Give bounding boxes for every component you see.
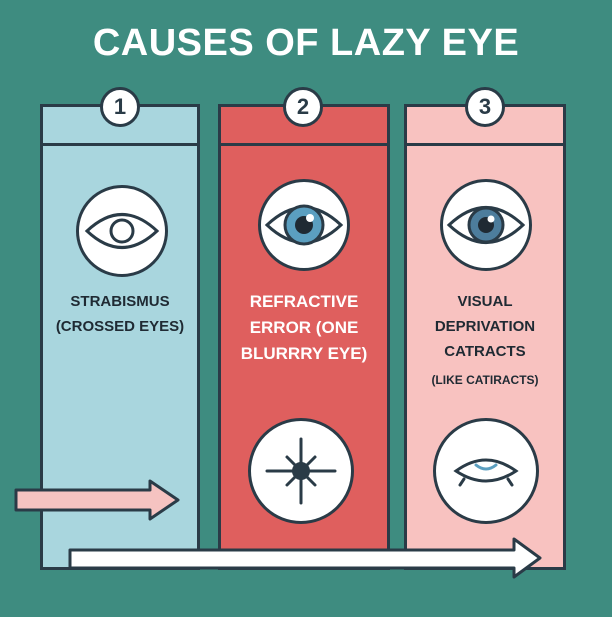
cause-label-3-line-4: (LIKE CATIRACTS): [431, 373, 539, 387]
cause-column-3: 3 VISUAL DEPRIVATION CATRACTS (LIKE CATI…: [404, 87, 566, 570]
cause-label-3: VISUAL DEPRIVATION CATRACTS (LIKE CATIRA…: [407, 289, 563, 393]
step-number-2: 2: [283, 87, 323, 127]
blue-eye-icon: [258, 179, 350, 271]
white-arrow-icon: [68, 537, 542, 579]
cause-label-3-line-1: VISUAL: [457, 293, 513, 310]
eye-outline-icon: [76, 185, 168, 277]
cause-label-2-line-3: BLURRRY EYE): [240, 344, 368, 363]
pink-arrow-icon: [14, 479, 180, 521]
cause-label-2-line-1: REFRACTIVE: [249, 292, 359, 311]
step-number-1: 1: [100, 87, 140, 127]
cause-label-1-line-2: (CROSSED EYES): [55, 318, 185, 335]
eye-icon: [440, 179, 532, 271]
step-number-3: 3: [465, 87, 505, 127]
cause-column-2: 2 REFRACTIVE ERROR (ONE BLURRRY EYE): [218, 87, 390, 570]
cause-label-1: STRABISMUS (CROSSED EYES): [43, 289, 197, 339]
cause-label-1-line-1: STRABISMUS: [70, 293, 170, 310]
page-title: CAUSES OF LAZY EYE: [92, 22, 520, 64]
cause-label-2-line-2: ERROR (ONE: [249, 318, 359, 337]
cause-label-3-line-2: DEPRIVATION: [434, 318, 536, 335]
cause-label-3-line-3: CATRACTS: [444, 343, 526, 360]
closed-eye-icon: [433, 418, 539, 524]
cause-label-2: REFRACTIVE ERROR (ONE BLURRRY EYE): [221, 289, 387, 367]
starburst-icon: [248, 418, 354, 524]
